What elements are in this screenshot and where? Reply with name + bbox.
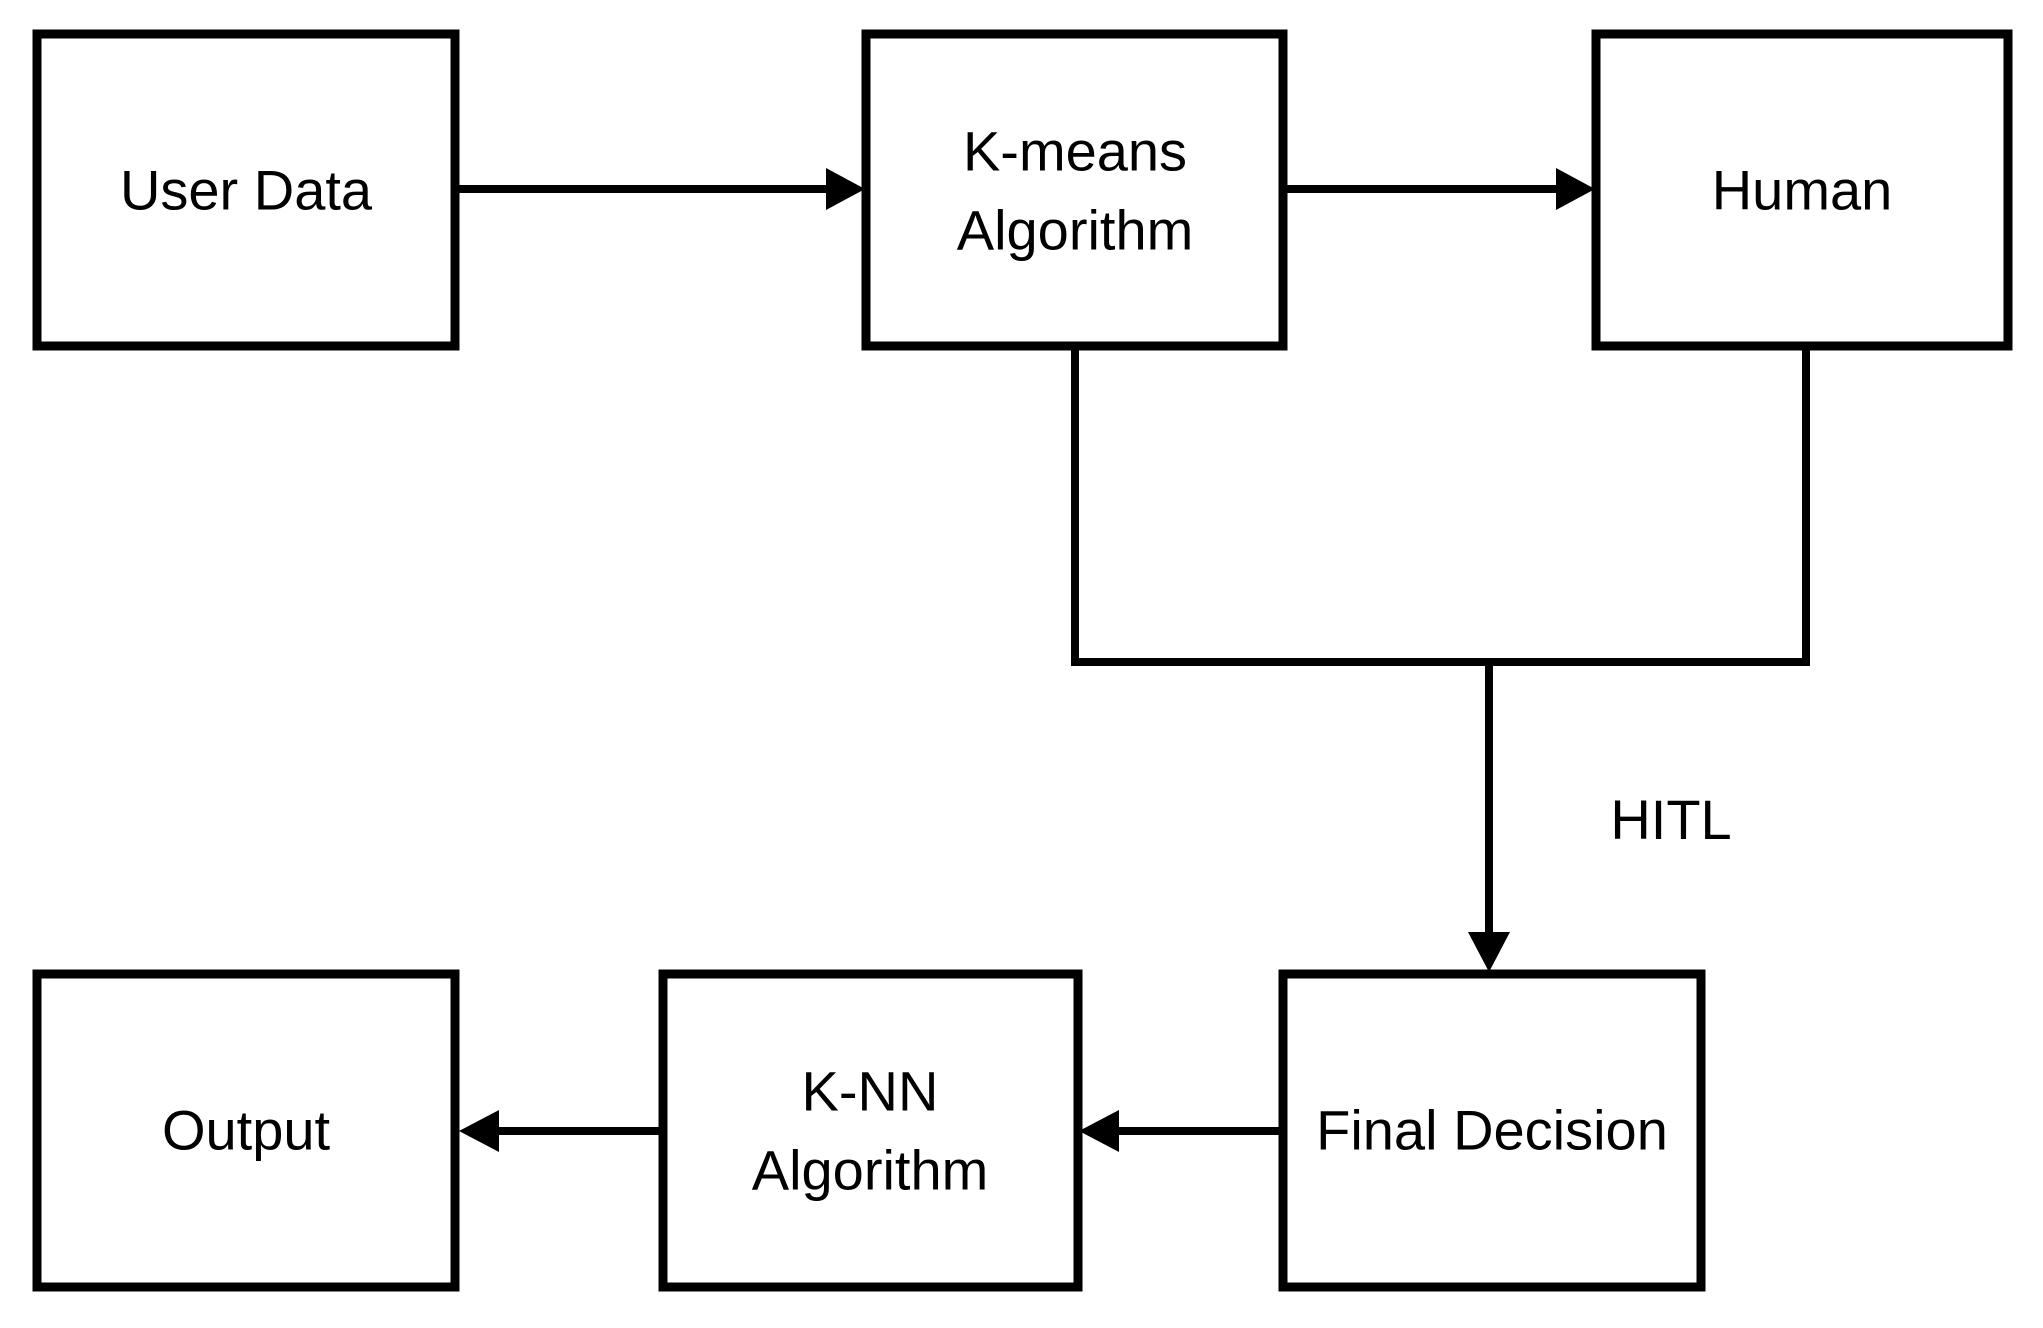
node-user-data: User Data bbox=[32, 29, 460, 351]
node-knn: K-NN Algorithm bbox=[658, 969, 1083, 1292]
arrowhead-left-icon bbox=[459, 1110, 499, 1152]
edge-human-to-merge bbox=[1489, 348, 1810, 666]
node-final-decision-label: Final Decision bbox=[1316, 1099, 1668, 1162]
edges: HITL bbox=[459, 168, 1810, 1152]
arrowhead-down-icon bbox=[1468, 932, 1510, 972]
node-output-label: Output bbox=[162, 1099, 331, 1162]
node-human-label: Human bbox=[1712, 159, 1893, 222]
node-knn-label-line-1: K-NN bbox=[802, 1060, 939, 1123]
node-human: Human bbox=[1591, 29, 2013, 351]
nodes: User Data K-means Algorithm Human Final … bbox=[32, 29, 2013, 1292]
arrowhead-right-icon bbox=[1556, 168, 1595, 210]
arrowhead-right-icon bbox=[826, 168, 865, 210]
arrowhead-left-icon bbox=[1079, 1110, 1119, 1152]
edge-label-hitl: HITL bbox=[1610, 788, 1731, 851]
node-final-decision: Final Decision bbox=[1278, 969, 1706, 1292]
node-user-data-label: User Data bbox=[120, 159, 373, 222]
node-knn-label-line-2: Algorithm bbox=[752, 1139, 989, 1202]
node-kmeans-label-line-1: K-means bbox=[963, 120, 1187, 183]
edge-kmeans-to-merge bbox=[1071, 348, 1489, 666]
node-kmeans-label-line-2: Algorithm bbox=[957, 199, 1194, 262]
node-output: Output bbox=[32, 969, 460, 1292]
node-kmeans: K-means Algorithm bbox=[861, 29, 1288, 351]
